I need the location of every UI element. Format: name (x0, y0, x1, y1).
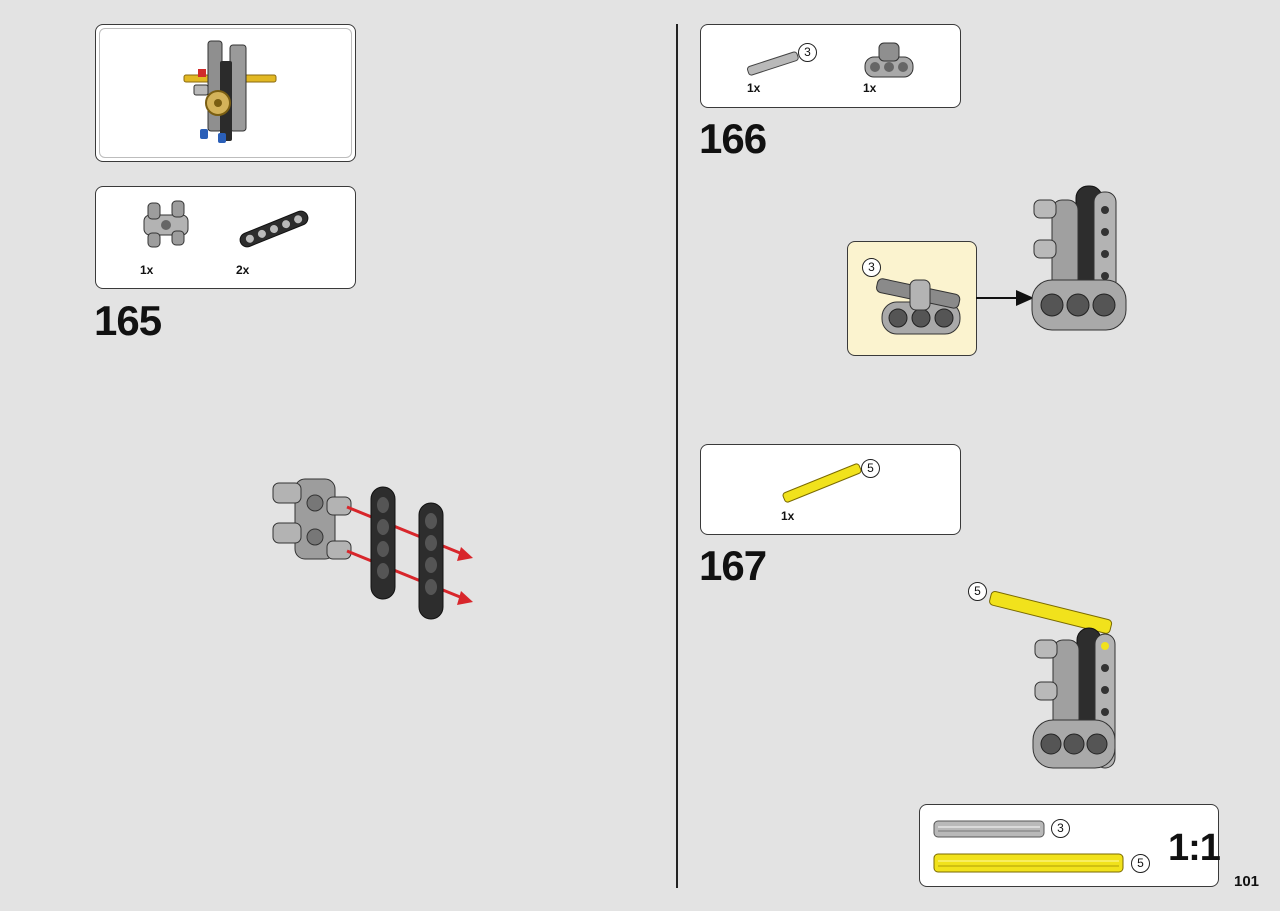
scale-guide-box: 3 5 1:1 (919, 804, 1221, 887)
parts-list-step-165: 1x 2x (95, 186, 356, 289)
step-167-assembly-icon (989, 590, 1116, 769)
parts-list-step-167: 5 1x (700, 444, 961, 535)
page-number: 101 (1234, 873, 1260, 890)
qty-label: 1x (781, 509, 795, 523)
step-165-assembly-icon (272, 478, 473, 620)
scale-label: 1:1 (1168, 827, 1221, 869)
subassembly-preview-icon (183, 40, 277, 143)
axle-5-yellow-icon (782, 463, 862, 503)
axle-connector-with-axle-icon (876, 278, 961, 335)
length-badge: 3 (798, 43, 817, 62)
callout-step-166: 3 (847, 241, 977, 356)
qty-label: 1x (863, 81, 877, 95)
qty-label: 1x (747, 81, 761, 95)
step-number-165: 165 (94, 297, 162, 344)
length-badge: 3 (1051, 819, 1070, 838)
scale-axle-5-icon (933, 853, 1124, 873)
step-number-167: 167 (699, 542, 767, 589)
axle-3-gray-icon (747, 51, 799, 76)
axle-connector-3-hole-icon (864, 42, 914, 78)
scale-axle-3-icon (933, 820, 1045, 838)
length-badge: 3 (862, 258, 881, 277)
step-number-166: 166 (699, 115, 767, 162)
qty-label: 2x (236, 263, 250, 277)
length-badge: 5 (861, 459, 880, 478)
qty-label: 1x (140, 263, 154, 277)
length-badge: 5 (968, 582, 987, 601)
step-166-arrow-icon (976, 290, 1034, 306)
page-divider (676, 24, 678, 888)
length-badge: 5 (1131, 854, 1150, 873)
connector-double-pin-icon (143, 200, 189, 248)
parts-list-step-166: 3 1x 1x (700, 24, 961, 108)
assembly-preview-box (95, 24, 356, 162)
beam-5-icon (239, 210, 309, 248)
step-166-assembly-icon (1031, 185, 1127, 331)
